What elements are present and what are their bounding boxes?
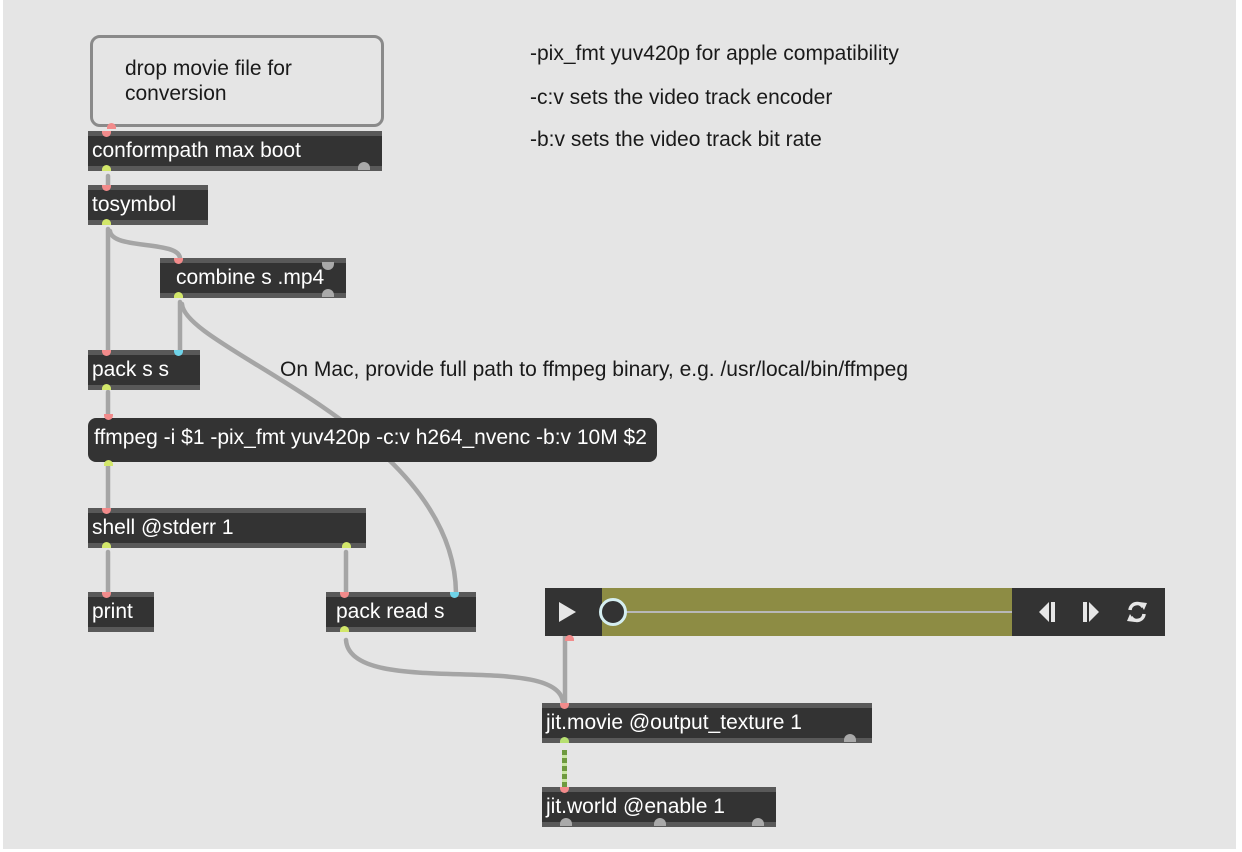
object-conformpath[interactable]: conformpath max boot <box>88 131 382 171</box>
object-label: tosymbol <box>92 193 177 216</box>
inlet-inactive <box>322 262 334 270</box>
scrub-bar[interactable] <box>599 588 1012 636</box>
object-tosymbol[interactable]: tosymbol <box>88 185 208 225</box>
scrub-handle[interactable] <box>599 598 627 626</box>
player-outlet[interactable] <box>565 635 574 641</box>
inlet[interactable] <box>102 131 111 137</box>
outlet[interactable] <box>340 626 349 632</box>
comment-bitrate: -b:v sets the video track bit rate <box>530 128 822 151</box>
object-label: combine s .mp4 <box>176 266 325 289</box>
comment-codec: -c:v sets the video track encoder <box>530 86 833 109</box>
outlet[interactable] <box>102 384 111 390</box>
outlet-inactive <box>844 734 856 742</box>
inlet[interactable] <box>102 185 111 191</box>
comment-pixfmt: -pix_fmt yuv420p for apple compatibility <box>530 42 899 65</box>
comment-ffmpeg-path: On Mac, provide full path to ffmpeg bina… <box>280 358 909 381</box>
cord-packread-jitmovie <box>343 637 566 706</box>
message-label: ffmpeg -i $1 -pix_fmt yuv420p -c:v h264_… <box>94 426 647 449</box>
scrub-line <box>602 611 1012 613</box>
movie-player[interactable] <box>545 588 1165 641</box>
object-pack-read[interactable]: pack read s <box>326 592 476 632</box>
object-jit-world[interactable]: jit.world @enable 1 <box>542 787 776 827</box>
outlet-inactive <box>358 162 370 170</box>
loop-icon[interactable] <box>1125 600 1149 624</box>
outlet[interactable] <box>560 737 569 743</box>
object-label: jit.movie @output_texture 1 <box>546 711 802 734</box>
outlet-inactive <box>322 289 334 297</box>
object-print[interactable]: print <box>88 592 154 632</box>
outlet[interactable] <box>102 219 111 225</box>
object-shell[interactable]: shell @stderr 1 <box>88 508 366 548</box>
cord-combine-packread <box>179 301 459 596</box>
inlet[interactable] <box>560 787 569 793</box>
object-pack-ss[interactable]: pack s s <box>88 350 200 390</box>
object-label: pack read s <box>336 600 445 623</box>
outlet[interactable] <box>104 460 113 466</box>
object-combine[interactable]: combine s .mp4 <box>160 258 346 298</box>
object-label: conformpath max boot <box>92 139 301 162</box>
cord-tosymbol-combine <box>107 228 183 261</box>
dropfile-label: drop movie file for conversion <box>125 57 292 105</box>
inlet[interactable] <box>102 508 111 514</box>
dropfile-box[interactable]: drop movie file for conversion <box>90 35 384 129</box>
object-label: jit.world @enable 1 <box>546 795 725 818</box>
step-forward-icon[interactable] <box>1080 600 1102 624</box>
outlet[interactable] <box>174 292 183 298</box>
inlet[interactable] <box>102 350 111 356</box>
inlet[interactable] <box>560 703 569 709</box>
object-label: print <box>92 600 133 623</box>
message-ffmpeg[interactable]: ffmpeg -i $1 -pix_fmt yuv420p -c:v h264_… <box>88 414 657 466</box>
inlet-right[interactable] <box>450 592 459 598</box>
inlet[interactable] <box>174 258 183 264</box>
play-icon[interactable] <box>559 602 576 622</box>
outlet-inactive <box>560 818 572 826</box>
outlet-inactive <box>654 818 666 826</box>
inlet[interactable] <box>340 592 349 598</box>
object-label: shell @stderr 1 <box>92 516 234 539</box>
dropfile-outlet[interactable] <box>107 123 116 129</box>
inlet[interactable] <box>104 414 113 420</box>
object-label: pack s s <box>92 358 170 381</box>
inlet-right[interactable] <box>174 350 183 356</box>
step-back-icon[interactable] <box>1037 600 1059 624</box>
object-jit-movie[interactable]: jit.movie @output_texture 1 <box>542 703 872 743</box>
outlet-right[interactable] <box>342 542 351 548</box>
outlet-inactive <box>752 818 764 826</box>
cord-jitmovie-jitworld <box>562 750 567 788</box>
inlet[interactable] <box>102 592 111 598</box>
outlet[interactable] <box>102 165 111 171</box>
outlet-left[interactable] <box>102 542 111 548</box>
